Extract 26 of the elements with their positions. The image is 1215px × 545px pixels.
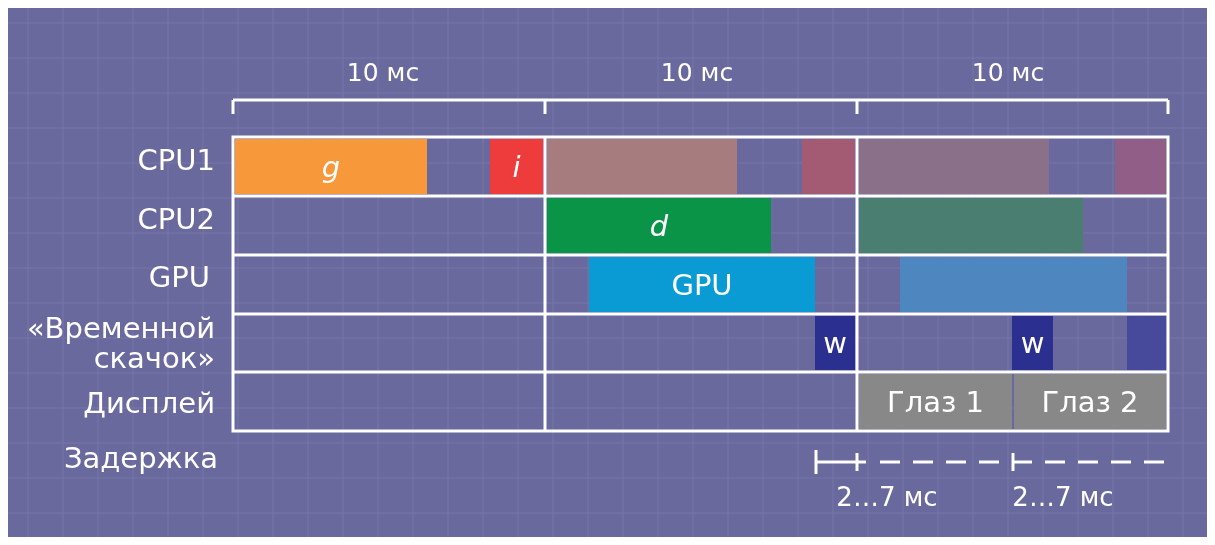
task-bar: i [490, 139, 543, 194]
time-label: 10 мс [971, 60, 1045, 87]
latency-label: 2…7 мс [1012, 484, 1114, 512]
row-label: Дисплей [83, 388, 215, 419]
row-label: CPU1 [137, 145, 215, 176]
row-label: GPU [148, 262, 210, 293]
faded-bar [900, 257, 1127, 312]
faded-bar [859, 198, 1083, 253]
row-label: CPU2 [137, 204, 215, 235]
faded-bar [1127, 316, 1166, 370]
faded-bar [859, 139, 1049, 194]
task-bar: g [235, 139, 427, 194]
row-label: «Временной скачок» [25, 313, 215, 374]
task-bar: w [1012, 316, 1053, 370]
faded-bar [1115, 139, 1166, 194]
task-bar: Глаз 1 [859, 374, 1012, 429]
row-label: Задержка [63, 443, 218, 474]
task-bar: Глаз 2 [1014, 374, 1166, 429]
time-label: 10 мс [660, 60, 734, 87]
task-bar: GPU [589, 257, 815, 312]
latency-label: 2…7 мс [836, 484, 938, 512]
faded-bar [547, 139, 737, 194]
time-label: 10 мс [346, 60, 420, 87]
task-bar: w [815, 316, 855, 370]
faded-bar [802, 139, 855, 194]
task-bar: d [547, 198, 771, 253]
